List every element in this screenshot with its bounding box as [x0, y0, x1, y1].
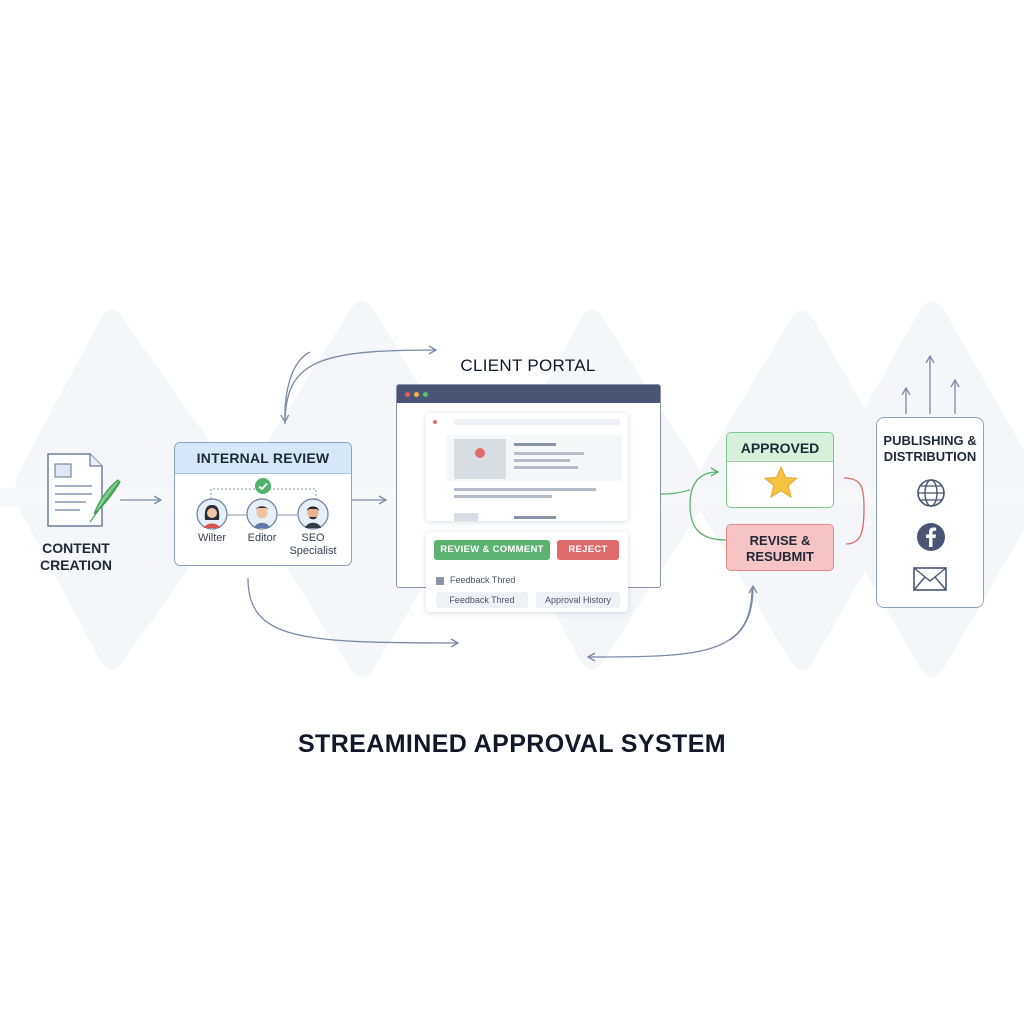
feedback-thread-header: Feedback Thred — [450, 575, 516, 585]
publishing-distribution-node: PUBLISHING & DISTRIBUTION — [876, 417, 984, 608]
review-chain — [210, 488, 317, 516]
check-circle-icon — [255, 478, 271, 494]
content-creation-label-line2: CREATION — [39, 557, 113, 573]
tab-approval-history[interactable]: Approval History — [536, 592, 620, 608]
publishing-title-line1: PUBLISHING & — [883, 433, 977, 448]
content-creation-label: CONTENT CREATION — [24, 540, 128, 574]
feedback-thread-icon — [436, 577, 444, 585]
seo-specialist-label: SEO Specialist — [289, 532, 337, 557]
document-quill-icon — [47, 453, 121, 527]
internal-review-title: INTERNAL REVIEW — [175, 443, 351, 474]
publishing-title: PUBLISHING & DISTRIBUTION — [877, 433, 983, 465]
globe-icon[interactable] — [916, 478, 946, 508]
revise-resubmit-node: REVISE & RESUBMIT — [726, 524, 834, 571]
editor-avatar-icon — [246, 498, 278, 530]
writer-avatar-icon — [196, 498, 228, 530]
revise-label-line2: RESUBMIT — [746, 549, 814, 564]
editor-label: Editor — [247, 532, 277, 544]
browser-toolbar — [397, 385, 660, 403]
close-dot-icon — [405, 392, 410, 397]
internal-review-card: INTERNAL REVIEW Wilter Editor SEO Specia… — [174, 442, 352, 566]
minimize-dot-icon — [414, 392, 419, 397]
approved-node: APPROVED — [726, 432, 834, 508]
content-creation-node — [40, 448, 128, 532]
client-portal-title: CLIENT PORTAL — [460, 356, 596, 375]
content-creation-label-line1: CONTENT — [42, 540, 110, 556]
facebook-icon[interactable] — [916, 522, 946, 552]
writer-label: Wilter — [197, 532, 227, 544]
email-icon[interactable] — [912, 566, 948, 592]
diagram-title: STREAMINED APPROVAL SYSTEM — [297, 730, 727, 758]
content-preview-card — [426, 413, 628, 521]
seo-specialist-avatar-icon — [297, 498, 329, 530]
reject-button[interactable]: REJECT — [557, 540, 619, 560]
tab-feedback-thread[interactable]: Feedback Thred — [436, 592, 528, 608]
review-comment-button[interactable]: REVIEW & COMMENT — [434, 540, 550, 560]
revise-label-line1: REVISE & — [749, 533, 811, 548]
content-preview — [433, 419, 622, 521]
publishing-title-line2: DISTRIBUTION — [883, 449, 977, 464]
client-action-panel: REVIEW & COMMENT REJECT Feedback Thred F… — [426, 532, 628, 612]
star-icon — [763, 465, 799, 499]
approved-label: APPROVED — [727, 433, 833, 462]
maximize-dot-icon — [423, 392, 428, 397]
